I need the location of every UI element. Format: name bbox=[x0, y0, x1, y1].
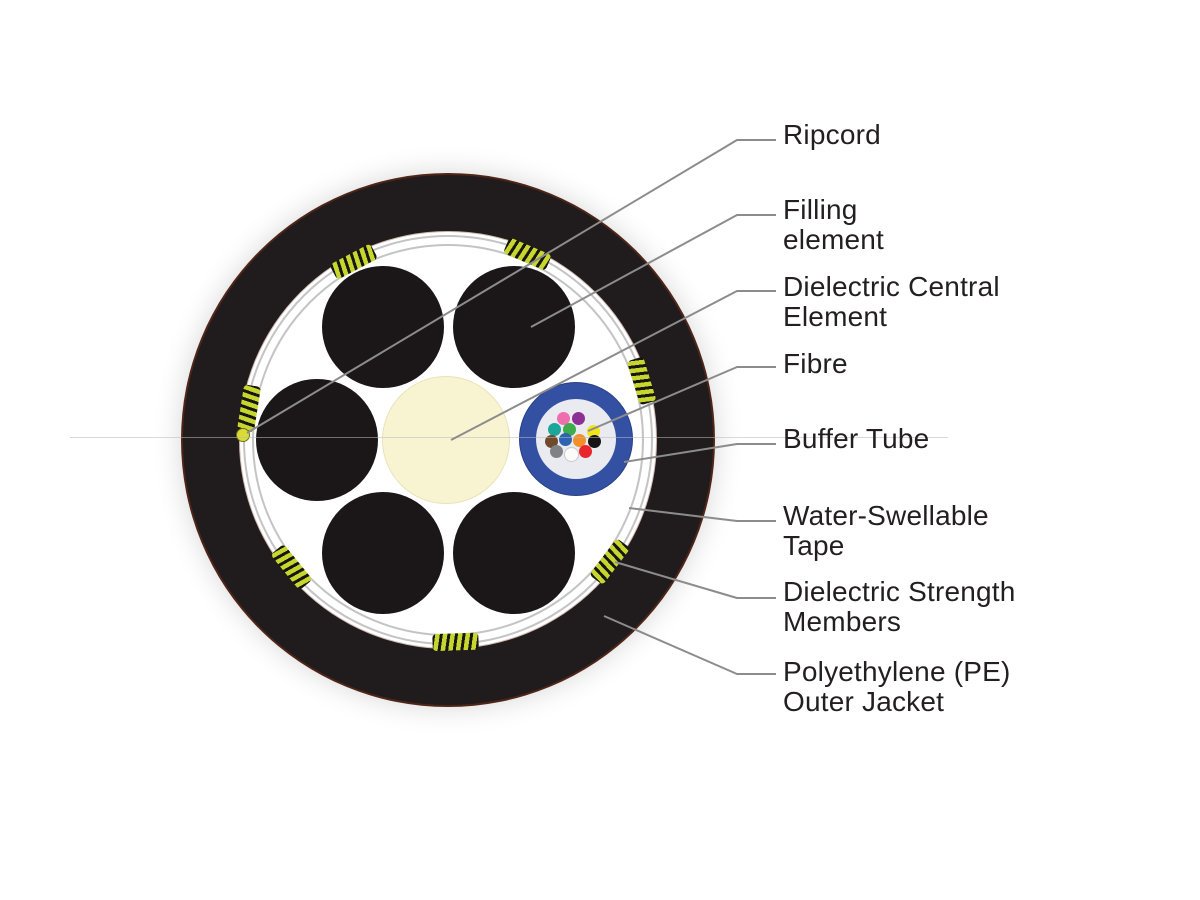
label-text: Tape bbox=[783, 530, 845, 561]
filling-element-circle bbox=[321, 265, 444, 388]
label-text: Polyethylene (PE) bbox=[783, 656, 1011, 687]
ripcord-dot bbox=[236, 428, 250, 442]
label-text: Filling bbox=[783, 194, 858, 225]
label-text: element bbox=[783, 224, 885, 255]
label-text: Element bbox=[783, 301, 888, 332]
label-buffer-tube: Buffer Tube bbox=[783, 424, 929, 454]
label-fibre: Fibre bbox=[783, 349, 848, 379]
filling-element-circle bbox=[321, 492, 444, 615]
fibre-dot-white bbox=[563, 446, 579, 462]
label-text: Members bbox=[783, 606, 902, 637]
label-text: Fibre bbox=[783, 348, 848, 379]
label-text: Dielectric Strength bbox=[783, 576, 1016, 607]
label-polyethylene-outer-jacket: Polyethylene (PE) Outer Jacket bbox=[783, 657, 1011, 717]
label-dielectric-central-element: Dielectric Central Element bbox=[783, 272, 1000, 332]
label-text: Buffer Tube bbox=[783, 423, 930, 454]
label-dielectric-strength-members: Dielectric Strength Members bbox=[783, 577, 1016, 637]
fibre-dot-red bbox=[578, 444, 592, 458]
fibre-dot-violet bbox=[571, 411, 585, 425]
fibre-dot-aqua bbox=[547, 422, 561, 436]
filling-element-circle bbox=[452, 265, 575, 388]
dielectric-strength-member-segment bbox=[431, 632, 479, 652]
label-text: Dielectric Central bbox=[783, 271, 1000, 302]
fibre-dot-slate bbox=[549, 444, 563, 458]
filling-element-circle bbox=[256, 379, 378, 501]
label-filling-element: Filling element bbox=[783, 195, 884, 255]
label-ripcord: Ripcord bbox=[783, 120, 881, 150]
fibre-dot-blue bbox=[558, 432, 572, 446]
label-text: Water-Swellable bbox=[783, 500, 989, 531]
label-water-swellable-tape: Water-Swellable Tape bbox=[783, 501, 989, 561]
label-text: Ripcord bbox=[783, 119, 881, 150]
dielectric-central-element bbox=[382, 376, 510, 504]
label-text: Outer Jacket bbox=[783, 686, 945, 717]
filling-element-circle bbox=[452, 492, 575, 615]
